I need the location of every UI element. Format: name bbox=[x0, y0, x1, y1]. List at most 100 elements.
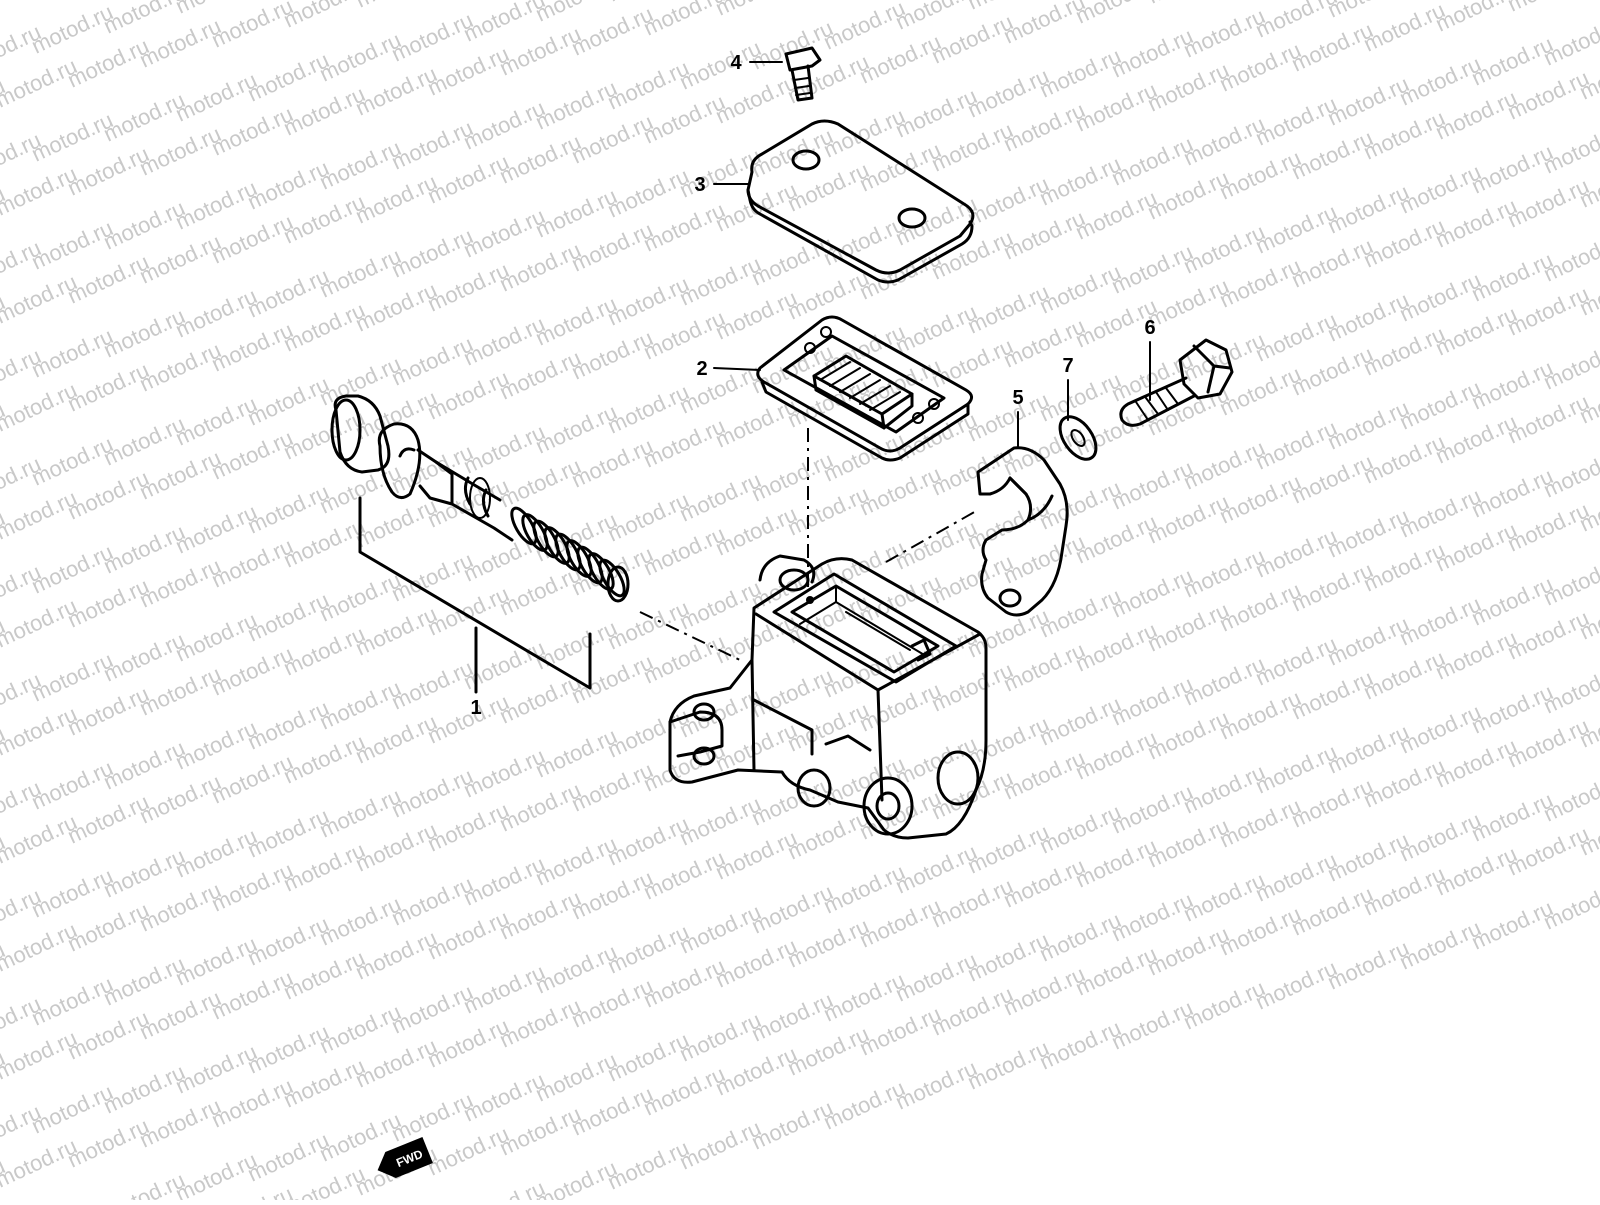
watermark-text: motod.ru bbox=[1252, 91, 1341, 150]
watermark-text: motod.ru bbox=[388, 7, 477, 66]
watermark-text: motod.ru bbox=[748, 1095, 837, 1154]
watermark-text: motod.ru bbox=[676, 1115, 765, 1174]
watermark-text: motod.ru bbox=[460, 959, 549, 1018]
watermark-text: motod.ru bbox=[316, 891, 405, 950]
watermark-text: motod.ru bbox=[1036, 799, 1125, 858]
watermark-text: motod.ru bbox=[316, 135, 405, 194]
watermark-text: motod.ru bbox=[28, 323, 117, 382]
watermark-text: motod.ru bbox=[1036, 907, 1125, 966]
watermark-text: motod.ru bbox=[640, 413, 729, 472]
watermark-text: motod.ru bbox=[1360, 861, 1449, 920]
callout-5: 5 bbox=[1012, 387, 1023, 409]
watermark-text: motod.ru bbox=[208, 1073, 297, 1132]
watermark-text: motod.ru bbox=[280, 405, 369, 464]
watermark-text: motod.ru bbox=[892, 83, 981, 142]
watermark-text: motod.ru bbox=[496, 777, 585, 836]
watermark-text: motod.ru bbox=[640, 1061, 729, 1120]
watermark-text: motod.ru bbox=[352, 385, 441, 444]
watermark-text: motod.ru bbox=[100, 735, 189, 794]
watermark-text: motod.ru bbox=[208, 857, 297, 916]
watermark-text: motod.ru bbox=[532, 75, 621, 134]
watermark-text: motod.ru bbox=[316, 783, 405, 842]
watermark-text: motod.ru bbox=[172, 499, 261, 558]
watermark-text: motod.ru bbox=[388, 763, 477, 822]
watermark-text: motod.ru bbox=[568, 433, 657, 492]
watermark-text: motod.ru bbox=[640, 737, 729, 796]
watermark-text: motod.ru bbox=[136, 769, 225, 828]
part-clamp bbox=[976, 446, 1069, 617]
watermark-text: motod.ru bbox=[1504, 605, 1593, 664]
watermark-text: motod.ru bbox=[604, 703, 693, 762]
watermark-text: motod.ru bbox=[1108, 23, 1197, 82]
watermark-text: motod.ru bbox=[964, 63, 1053, 122]
watermark-text: motod.ru bbox=[1000, 205, 1089, 264]
watermark-text: motod.ru bbox=[928, 981, 1017, 1040]
watermark-text: motod.ru bbox=[1288, 881, 1377, 940]
watermark-text: motod.ru bbox=[568, 325, 657, 384]
watermark-text: motod.ru bbox=[28, 0, 117, 59]
watermark-text: motod.ru bbox=[424, 41, 513, 100]
watermark-text: motod.ru bbox=[676, 899, 765, 958]
watermark-text: motod.ru bbox=[676, 467, 765, 526]
watermark-text: motod.ru bbox=[856, 29, 945, 88]
watermark-text: motod.ru bbox=[64, 1005, 153, 1064]
watermark-text: motod.ru bbox=[784, 697, 873, 756]
watermark-text: motod.ru bbox=[496, 21, 585, 80]
watermark-text: motod.ru bbox=[1324, 179, 1413, 238]
watermark-text: motod.ru bbox=[208, 965, 297, 1024]
watermark-text: motod.ru bbox=[1036, 259, 1125, 318]
watermark-text: motod.ru bbox=[1108, 455, 1197, 514]
watermark-text: motod.ru bbox=[1072, 0, 1161, 29]
watermark-text: motod.ru bbox=[1288, 557, 1377, 616]
watermark-text: motod.ru bbox=[856, 569, 945, 628]
watermark-text: motod.ru bbox=[244, 263, 333, 322]
watermark-text: motod.ru bbox=[280, 513, 369, 572]
watermark-text: motod.ru bbox=[280, 81, 369, 140]
watermark-text: motod.ru bbox=[28, 971, 117, 1030]
watermark-text: motod.ru bbox=[280, 621, 369, 680]
watermark-text: motod.ru bbox=[1216, 361, 1305, 420]
watermark-text: motod.ru bbox=[1360, 0, 1449, 57]
watermark-text: motod.ru bbox=[1036, 151, 1125, 210]
watermark-text: motod.ru bbox=[532, 183, 621, 242]
watermark-text: motod.ru bbox=[784, 481, 873, 540]
watermark-text: motod.ru bbox=[244, 587, 333, 646]
watermark-text: motod.ru bbox=[640, 845, 729, 904]
watermark-text: motod.ru bbox=[1324, 503, 1413, 562]
watermark-text: motod.ru bbox=[712, 933, 801, 992]
watermark-text: motod.ru bbox=[532, 1047, 621, 1106]
part-1-bracket bbox=[358, 496, 592, 690]
watermark-text: motod.ru bbox=[1396, 915, 1485, 974]
watermark-text: motod.ru bbox=[532, 615, 621, 674]
watermark-text: motod.ru bbox=[424, 1013, 513, 1072]
watermark-text: motod.ru bbox=[1396, 159, 1485, 218]
watermark-text: motod.ru bbox=[640, 521, 729, 580]
watermark-text: motod.ru bbox=[1396, 699, 1485, 758]
part-bolt bbox=[1119, 338, 1234, 427]
watermark-text: motod.ru bbox=[64, 357, 153, 416]
watermark-text: motod.ru bbox=[1180, 327, 1269, 386]
watermark-text: motod.ru bbox=[1180, 435, 1269, 494]
watermark-text: motod.ru bbox=[424, 257, 513, 316]
watermark-text: motod.ru bbox=[1324, 287, 1413, 346]
watermark-text: motod.ru bbox=[856, 893, 945, 952]
watermark-text: motod.ru bbox=[64, 897, 153, 956]
watermark-text: motod.ru bbox=[496, 453, 585, 512]
watermark-text: motod.ru bbox=[604, 55, 693, 114]
watermark-text: motod.ru bbox=[640, 89, 729, 148]
watermark-text: motod.ru bbox=[1468, 355, 1557, 414]
watermark-text: motod.ru bbox=[316, 27, 405, 86]
watermark-text: motod.ru bbox=[1216, 793, 1305, 852]
watermark-text: motod.ru bbox=[820, 967, 909, 1026]
part-screw bbox=[784, 46, 822, 102]
watermark-text: motod.ru bbox=[1468, 787, 1557, 846]
watermark-text: motod.ru bbox=[1216, 145, 1305, 204]
watermark-text: motod.ru bbox=[424, 1121, 513, 1180]
watermark-text: motod.ru bbox=[28, 539, 117, 598]
watermark-text: motod.ru bbox=[1072, 941, 1161, 1000]
watermark-text: motod.ru bbox=[1468, 679, 1557, 738]
watermark-text: motod.ru bbox=[748, 663, 837, 722]
watermark-text: motod.ru bbox=[424, 581, 513, 640]
watermark-text: motod.ru bbox=[1360, 213, 1449, 272]
